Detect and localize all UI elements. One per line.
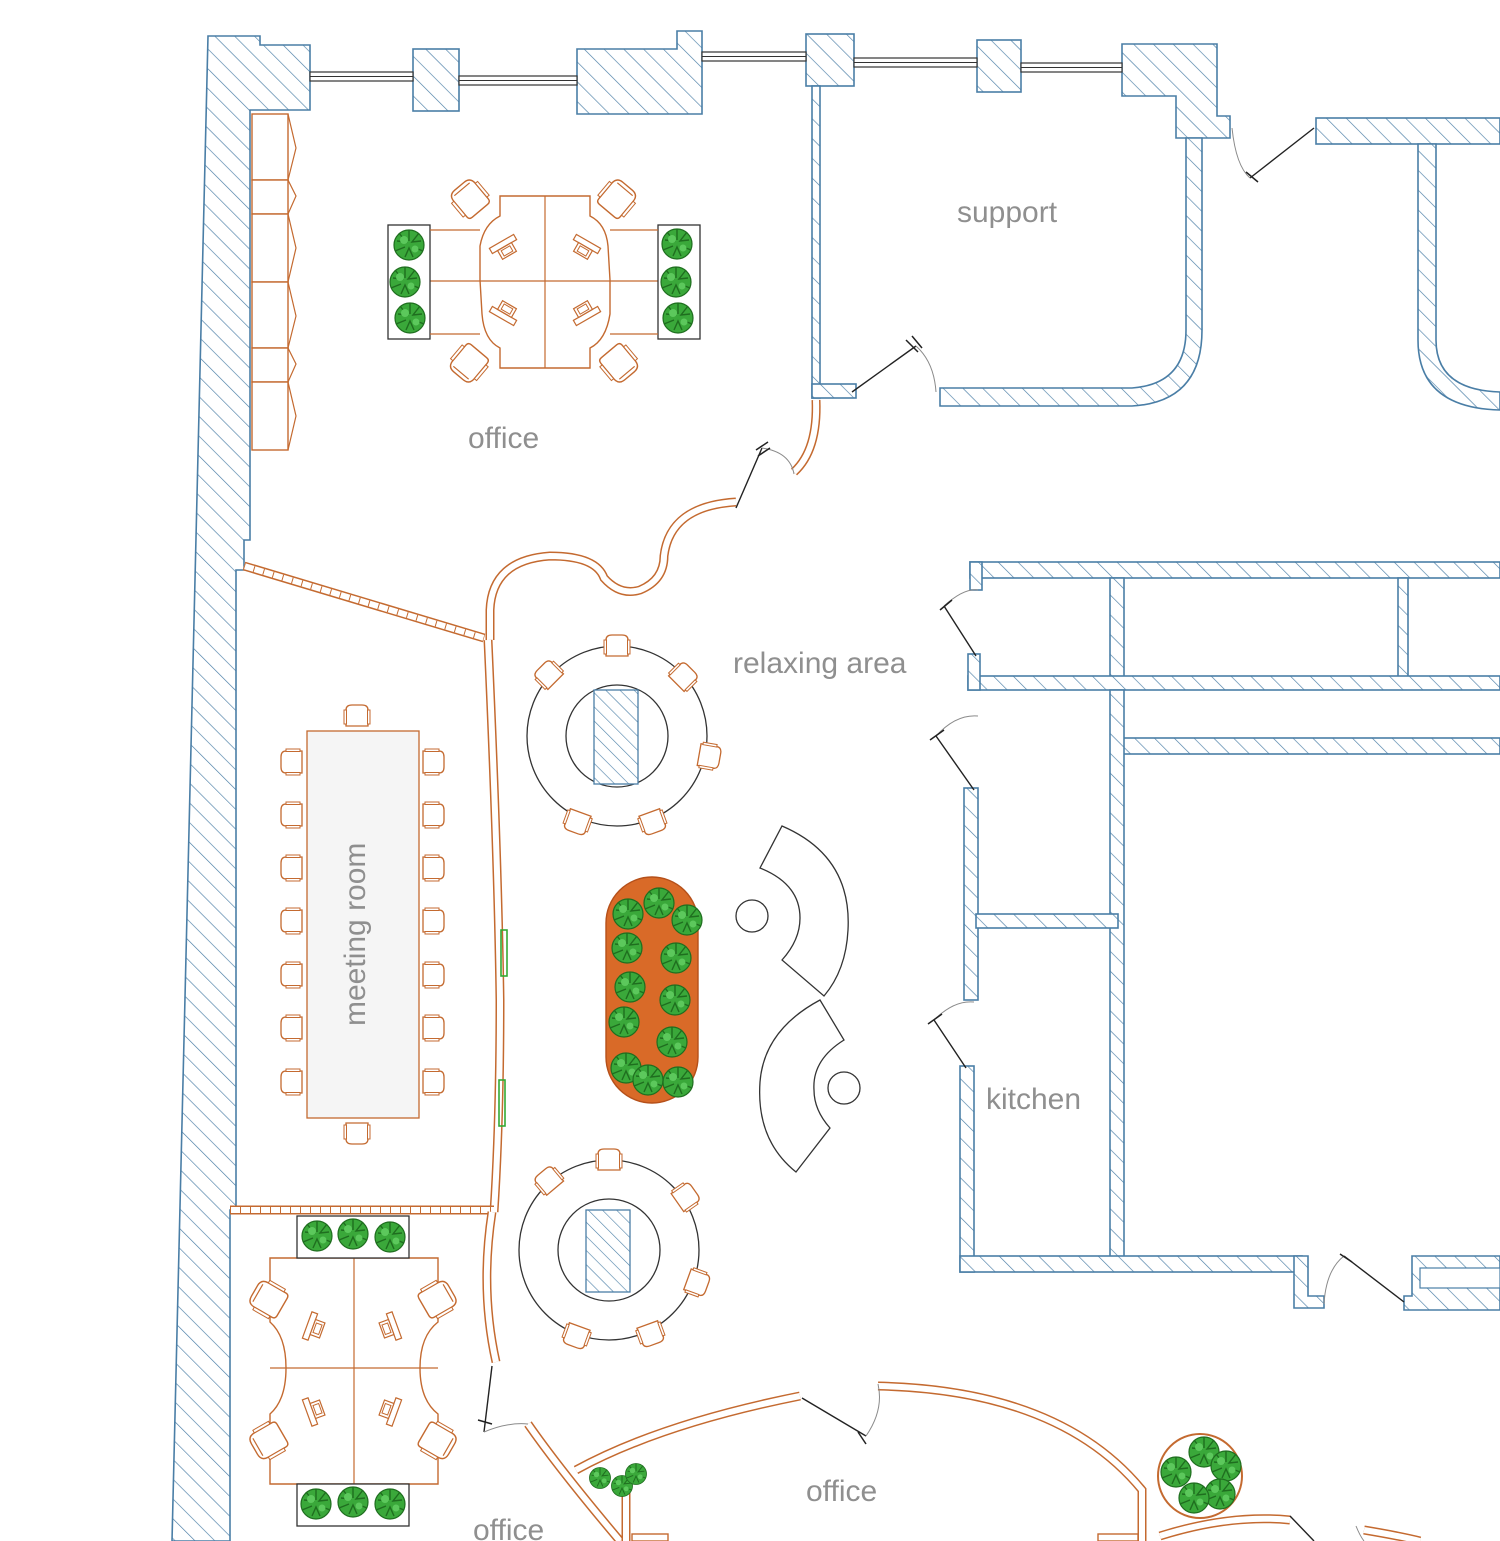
door-swing-icon — [929, 715, 979, 791]
room-labels: office support relaxing area meeting roo… — [339, 196, 1081, 1541]
kitchen-div-wall-3 — [1109, 689, 1125, 1261]
curved-sofa-1 — [735, 825, 849, 997]
label-meeting-room: meeting room — [339, 843, 372, 1026]
top-wall-segment-3 — [805, 33, 855, 87]
label-office-top: office — [468, 422, 539, 455]
kitchen-bottom-wall — [959, 1255, 1303, 1273]
interior-partitions — [230, 399, 1422, 1541]
door-swing-icon — [1323, 1253, 1405, 1305]
support-right-wall — [939, 137, 1203, 407]
round-table-2 — [518, 1148, 713, 1352]
relaxing-area-furniture — [518, 634, 861, 1352]
round-planter — [1157, 1433, 1243, 1519]
kitchen-mid-wall-1 — [967, 675, 1500, 691]
chair-icon — [343, 704, 371, 727]
planter — [605, 876, 703, 1104]
doors — [477, 127, 1405, 1541]
meeting-chairs-right — [422, 748, 445, 1096]
door-swing-icon — [801, 1383, 880, 1445]
kitchen-cross-wall — [975, 913, 1119, 929]
meeting-room-furniture — [280, 704, 445, 1145]
lower-office-furniture — [245, 1215, 1243, 1527]
kitchen-bottom-jamb — [1293, 1255, 1325, 1309]
kitchen-left-wall-b — [963, 787, 979, 1001]
chair-icon — [445, 174, 494, 223]
chair-icon — [593, 174, 642, 223]
support-door-jamb — [811, 383, 857, 399]
top-wall-segment-2 — [576, 30, 703, 115]
top-right-corner-wall — [1121, 43, 1231, 139]
curved-sofa-2 — [758, 999, 861, 1173]
glass-panel-2 — [498, 1079, 506, 1127]
top-wall-segment-1 — [412, 48, 460, 112]
door-swing-icon — [1289, 1515, 1365, 1541]
door-swing-icon — [851, 335, 937, 393]
label-office-bottom-left: office — [473, 1514, 544, 1541]
door-swing-icon — [1231, 127, 1315, 183]
chair-icon — [343, 1122, 371, 1145]
kitchen-left-wall-c — [959, 1065, 975, 1273]
kitchen-top-wall — [969, 561, 1500, 579]
glass-panel-1 — [500, 929, 508, 977]
top-right-wall — [1315, 117, 1500, 145]
meeting-table — [306, 730, 420, 1119]
kitchen-div-wall-2 — [1397, 577, 1409, 689]
door-swing-icon — [927, 1001, 975, 1069]
storage-cabinets — [251, 113, 297, 451]
label-office-bottom-center: office — [806, 1475, 877, 1508]
support-left-wall — [811, 85, 821, 399]
chair-icon — [444, 339, 493, 388]
top-office-furniture — [251, 113, 701, 451]
top-wall-segment-4 — [976, 39, 1022, 93]
kitchen-div-wall-1 — [1109, 577, 1125, 689]
door-swing-icon — [735, 441, 795, 509]
label-kitchen: kitchen — [986, 1083, 1081, 1116]
chair-icon — [595, 339, 644, 388]
right-room-curve-wall — [1417, 143, 1500, 411]
kitchen-block-walls — [959, 561, 1500, 1311]
support-room-walls — [811, 85, 1500, 411]
door-swing-icon — [477, 1365, 529, 1433]
exterior-walls — [171, 30, 1231, 1541]
left-exterior-wall — [171, 35, 311, 1541]
round-table-1 — [526, 634, 723, 838]
desk-cluster-top — [387, 174, 701, 388]
label-support: support — [957, 196, 1058, 229]
kitchen-mid-wall-2 — [1115, 737, 1500, 755]
meeting-chairs-left — [280, 748, 303, 1096]
kitchen-left-wall-a — [967, 653, 981, 691]
kitchen-top-left-stub — [969, 561, 983, 591]
door-swing-icon — [939, 589, 979, 657]
label-relaxing-area: relaxing area — [733, 647, 907, 680]
